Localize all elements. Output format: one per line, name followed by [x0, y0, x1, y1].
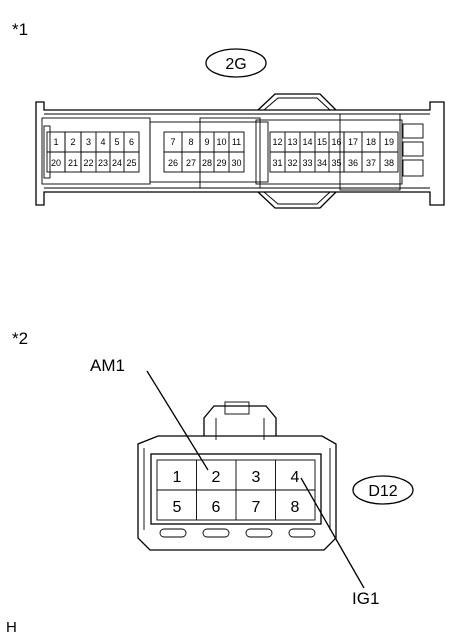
pin-label: 1	[53, 137, 58, 147]
connector-code-badge-d12	[352, 475, 414, 505]
callout-line-ig1	[300, 477, 365, 589]
figure2-marker: *2	[12, 329, 29, 348]
connector-code-badge-2g	[205, 48, 267, 78]
pin-label: 18	[366, 137, 376, 147]
pin-label: 3	[86, 137, 91, 147]
pin-label: 16	[331, 137, 341, 147]
pin-label: 25	[126, 158, 136, 168]
connector-2g: 2G 1	[35, 48, 445, 209]
pin-label: 20	[51, 158, 61, 168]
pin-label: 19	[384, 137, 394, 147]
pin-label: 23	[98, 158, 108, 168]
pin-label: 9	[204, 137, 209, 147]
pin-label: 24	[112, 158, 122, 168]
pin-label: 1	[173, 469, 182, 486]
pin-label: 8	[291, 499, 300, 516]
pin-label: 5	[114, 137, 119, 147]
footer-letter: H	[6, 619, 17, 636]
pin-label: 14	[302, 137, 312, 147]
cavity-group-1: 1 2 3 4 5 6 20 21 22 23 24 25	[46, 131, 140, 173]
pin-label: 10	[216, 137, 226, 147]
pin-label: 26	[168, 158, 178, 168]
pin-label: 4	[291, 469, 300, 486]
pin-label: 31	[272, 158, 282, 168]
pin-label: 8	[188, 137, 193, 147]
pin-label: 30	[231, 158, 241, 168]
connector-code-d12: D12	[368, 483, 397, 500]
pin-label: 38	[384, 158, 394, 168]
pin-label: 13	[287, 137, 297, 147]
pin-label: 37	[366, 158, 376, 168]
pin-label: 32	[287, 158, 297, 168]
pin-label: 11	[232, 137, 241, 147]
pin-label: 6	[129, 137, 134, 147]
pin-label: 15	[317, 137, 327, 147]
callout-am1-label: AM1	[90, 356, 125, 375]
pin-label: 4	[100, 137, 105, 147]
cavity-group-3: 12 13 14 15 16 17 18 19 31 32 33 34 35 3…	[269, 131, 399, 173]
pin-label: 7	[252, 499, 261, 516]
pin-label: 21	[68, 158, 78, 168]
callout-ig1-label: IG1	[352, 589, 380, 608]
pin-label: 22	[83, 158, 93, 168]
connector-code-2g: 2G	[225, 56, 246, 73]
pin-label: 35	[331, 158, 341, 168]
pin-label: 29	[216, 158, 226, 168]
pin-label: 28	[202, 158, 212, 168]
callout-line-am1	[146, 370, 209, 471]
pin-label: 6	[212, 499, 221, 516]
figure1-marker: *1	[12, 20, 29, 39]
pin-label: 2	[212, 469, 221, 486]
connector-d12: 1 2 3 4 5 6 7 8 D12	[137, 370, 414, 589]
pin-label: 27	[186, 158, 196, 168]
pin-label: 5	[173, 499, 182, 516]
pin-label: 2	[70, 137, 75, 147]
pin-label: 7	[170, 137, 175, 147]
pin-label: 33	[302, 158, 312, 168]
pin-label: 17	[348, 137, 358, 147]
pin-label: 12	[272, 137, 282, 147]
pin-label: 34	[317, 158, 327, 168]
pin-label: 36	[348, 158, 358, 168]
cavity-group-2: 7 8 9 10 11 26 27 28 29 30	[163, 131, 245, 173]
pin-label: 3	[252, 469, 261, 486]
